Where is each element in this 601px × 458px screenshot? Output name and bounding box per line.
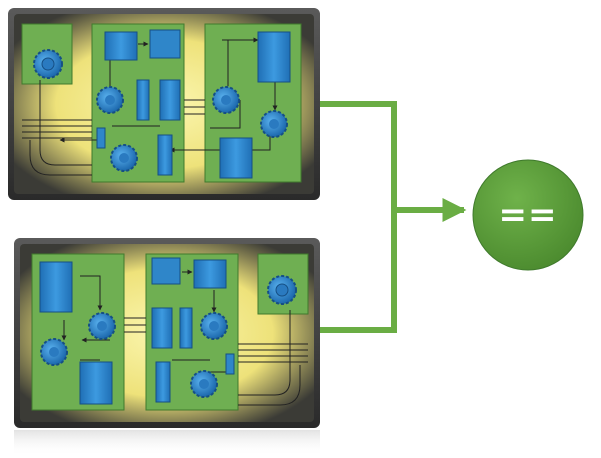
small-chip	[96, 127, 106, 149]
bottom-connector	[320, 210, 397, 333]
bottom-circuit-board	[14, 238, 320, 456]
stack-chip	[79, 361, 113, 405]
stack-chip	[39, 261, 73, 313]
result-circle	[472, 159, 584, 271]
top-circuit-board	[8, 8, 320, 200]
bar-chip	[159, 79, 181, 121]
top-components	[33, 29, 291, 179]
top-connector	[320, 101, 397, 210]
bottom-components	[39, 257, 297, 405]
small-chip	[225, 353, 235, 375]
bottom-traces	[61, 269, 308, 406]
stack-chip	[257, 31, 291, 83]
bar-chip	[179, 307, 193, 349]
square-chip	[149, 29, 181, 59]
bar-chip	[136, 79, 150, 121]
stack-chip	[219, 137, 253, 179]
square-chip	[151, 257, 181, 285]
bottom-board-reflection	[14, 430, 320, 456]
connector-lines	[320, 101, 467, 333]
bar-chip	[155, 361, 171, 403]
stack-chip	[104, 31, 138, 61]
stack-chip	[193, 259, 227, 289]
bar-chip	[151, 307, 173, 349]
top-traces	[22, 37, 278, 176]
bar-chip	[157, 134, 173, 176]
